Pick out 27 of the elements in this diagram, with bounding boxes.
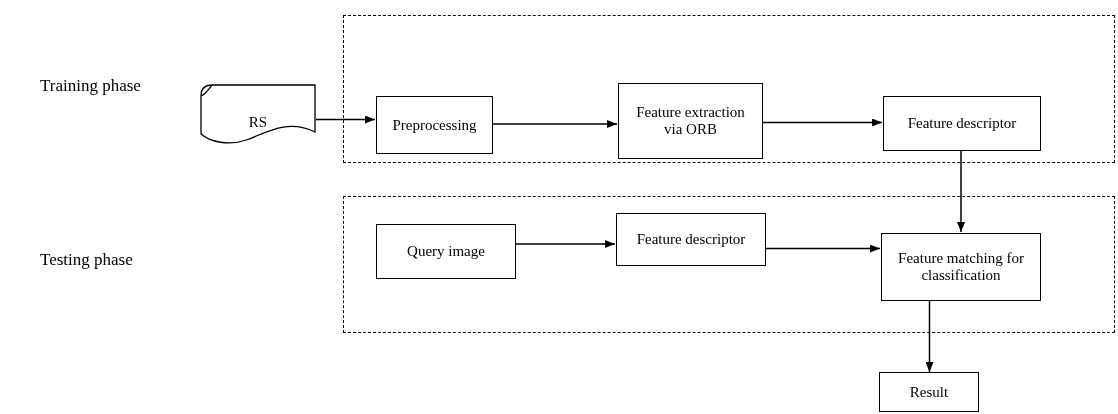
phase-label: Testing phase [40,250,133,270]
arrow [761,118,883,127]
node-label: Feature descriptor [906,115,1018,132]
node-label: Feature matching for classification [897,250,1025,284]
arrow [925,299,934,373]
node-label: Result [908,383,950,401]
arrow [957,149,965,233]
document-shape [200,84,316,144]
process-box [376,96,493,154]
dashed-group-box [343,196,1115,333]
arrow [764,244,881,253]
node-label: Query image [406,243,486,260]
dashed-group-box [343,15,1115,163]
process-box [883,96,1041,151]
node-label: Feature extraction via ORB [635,104,746,138]
process-box [616,213,766,266]
phase-label: Training phase [40,76,141,96]
process-box [618,83,763,159]
process-box [376,224,516,279]
node-label: Feature descriptor [635,231,747,248]
process-box [879,372,979,412]
arrow [315,115,376,124]
arrow [514,240,616,248]
process-box [881,233,1041,301]
node-label: RS [247,113,269,131]
node-label: Preprocessing [391,116,478,134]
arrow [491,120,618,128]
